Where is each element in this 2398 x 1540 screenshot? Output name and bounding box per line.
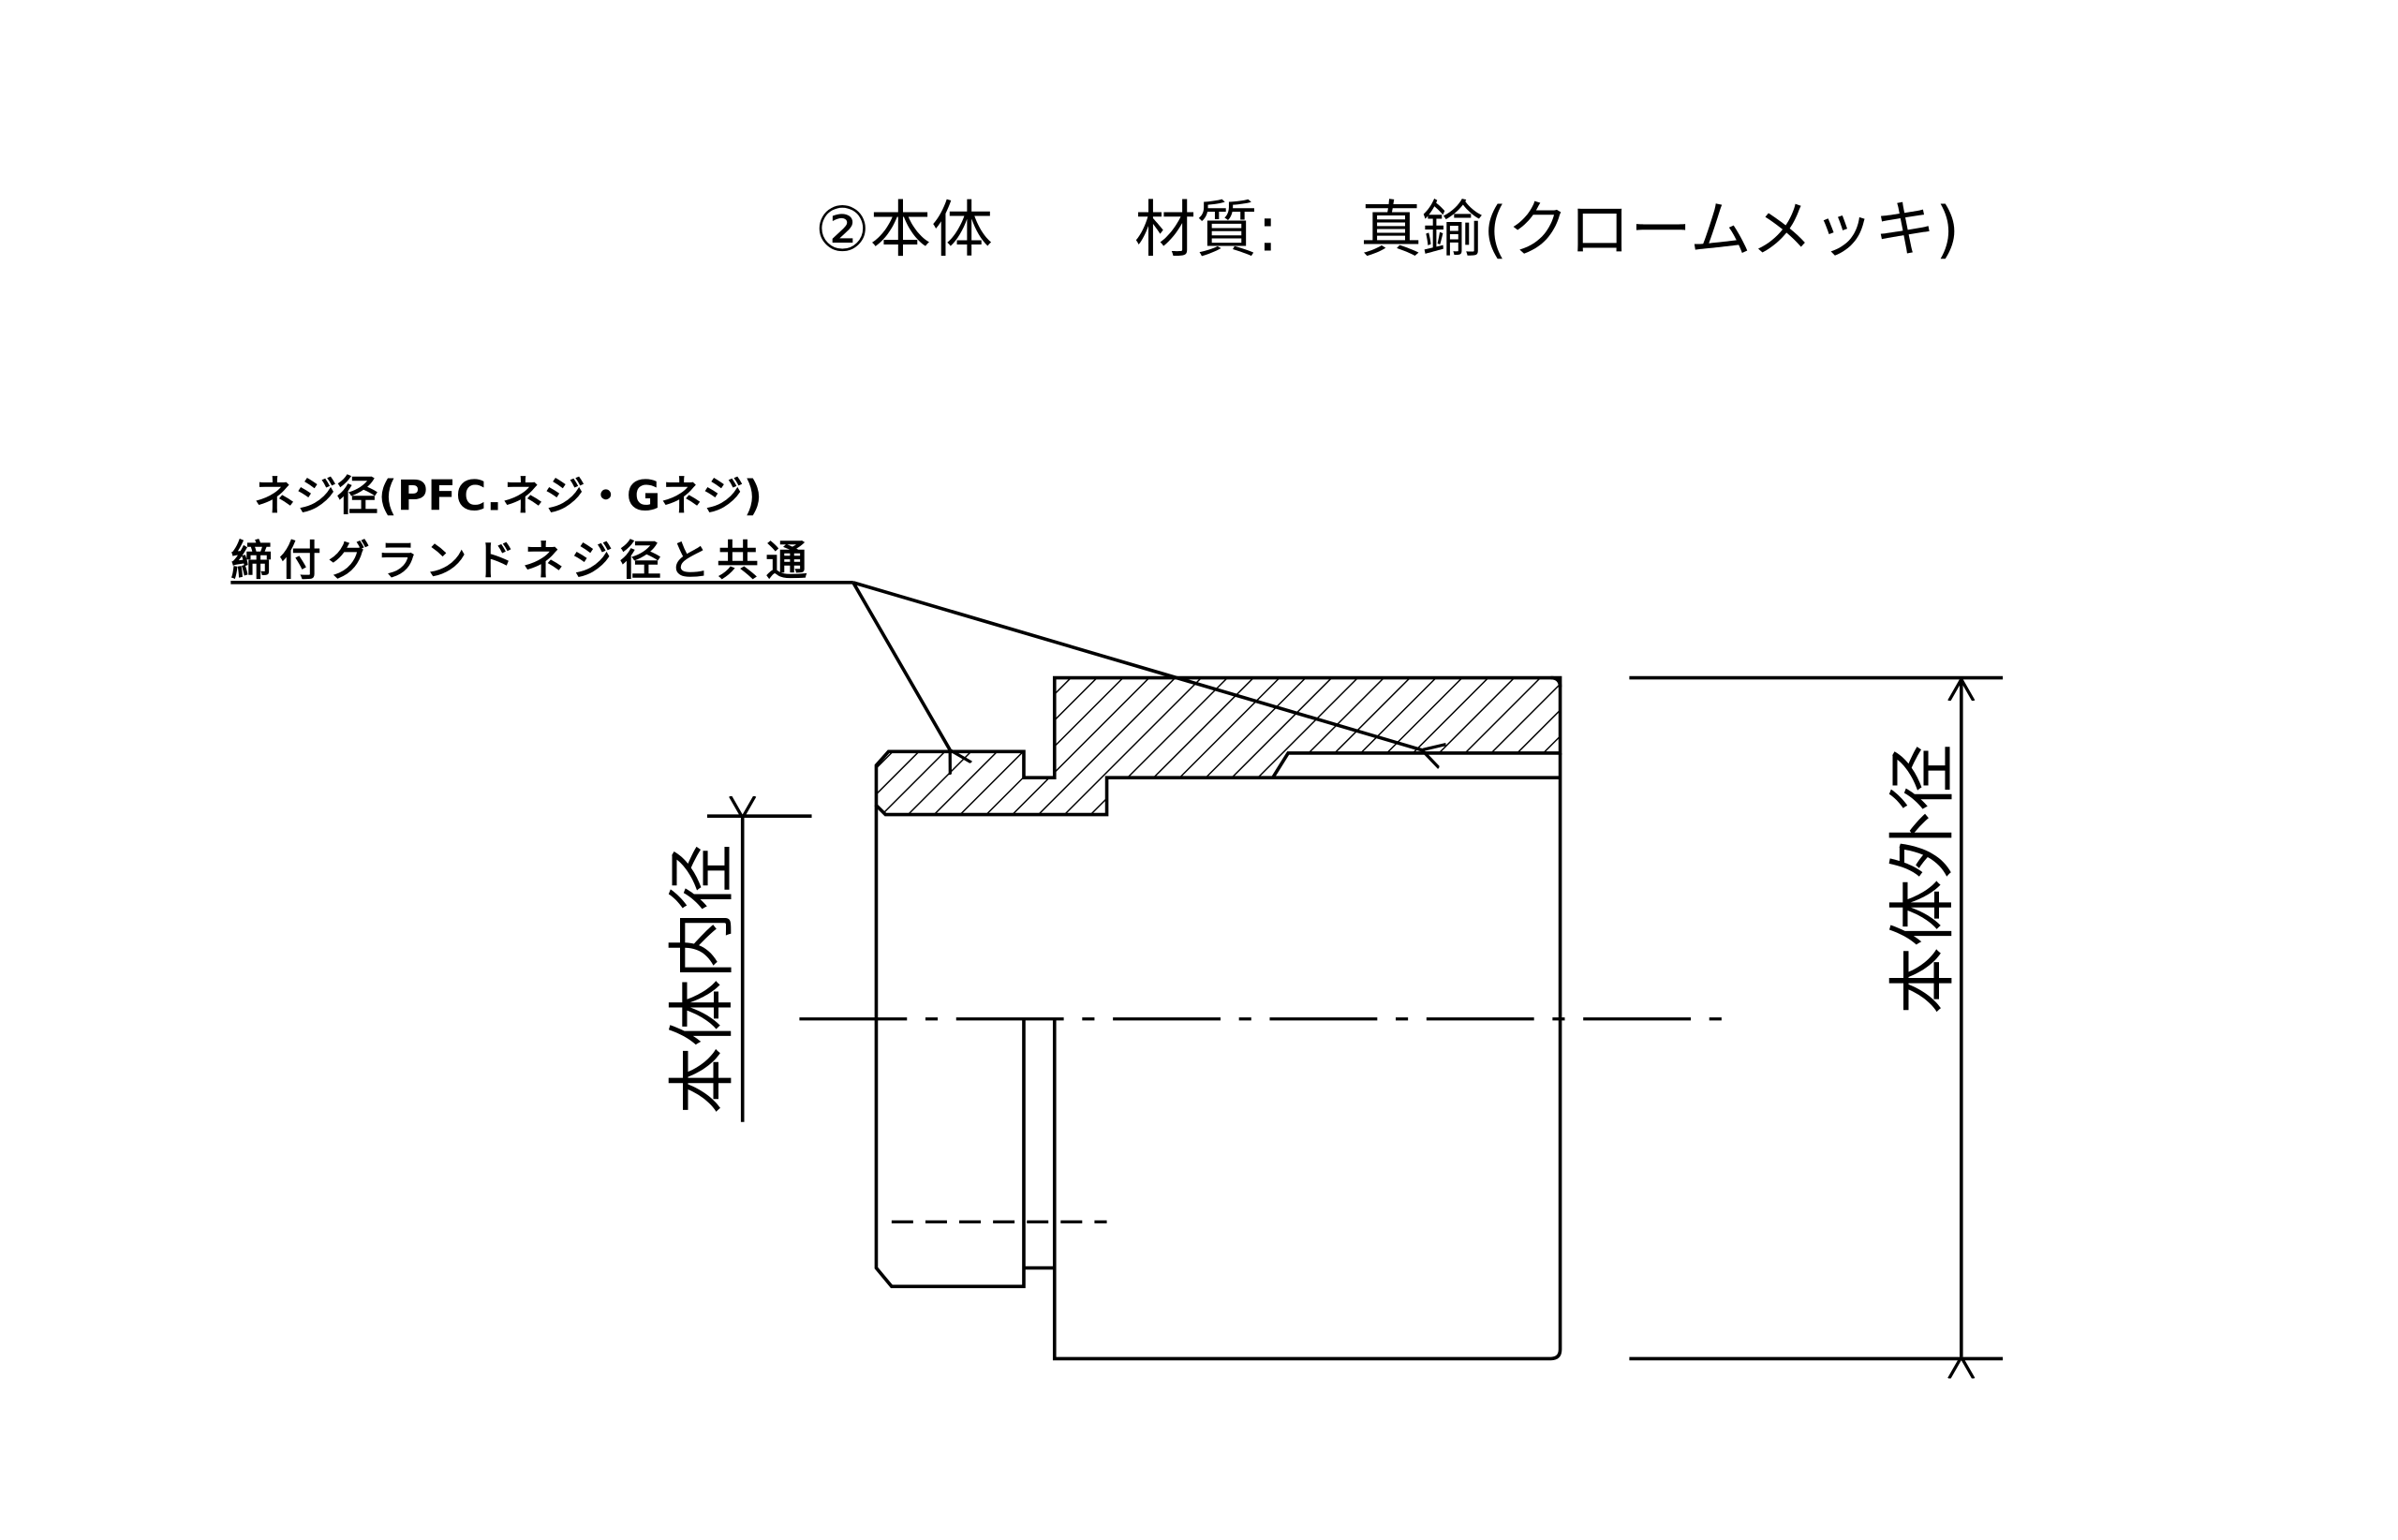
title-part: ②本体 (815, 194, 993, 265)
leader-line-2 (852, 581, 1422, 750)
hatched-section (874, 675, 1562, 817)
body-outline (874, 675, 1562, 1361)
leader-line-1 (851, 581, 950, 750)
title-material: 真鍮(クロームメッキ) (1360, 194, 1960, 265)
inner-diameter-label: 本体内径 (664, 844, 743, 1115)
title-material-label: 材質: (1134, 194, 1278, 265)
outer-diameter-label: 本体外径 (1884, 744, 1962, 1014)
note-line1: ネジ径(PFC.ネジ・Gネジ) (254, 473, 762, 521)
note-line2: 締付グランドネジ径と共通 (230, 538, 807, 585)
